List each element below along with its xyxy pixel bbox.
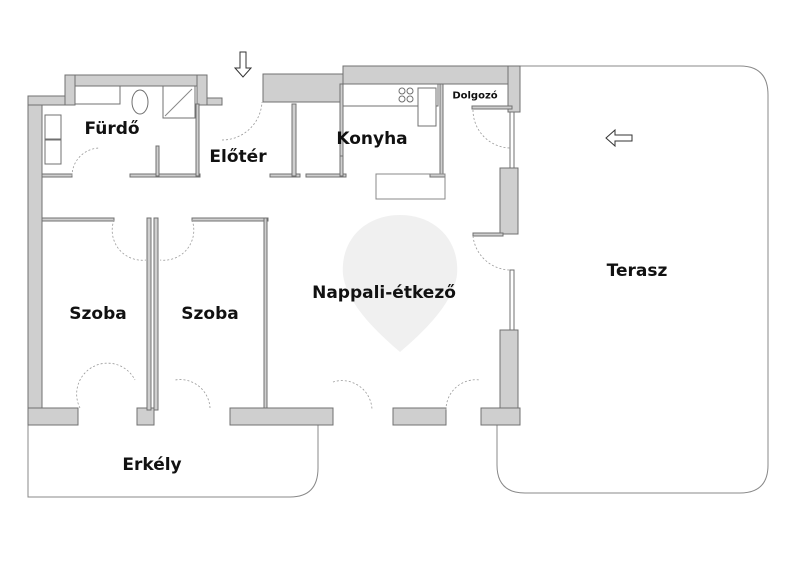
room-label-terasz: Terasz [606,261,668,281]
room-label-furdo: Fürdő [84,119,140,139]
walls [27,65,521,426]
room-label-szoba-1: Szoba [69,304,127,324]
door-swings [71,101,511,411]
terasz-outline [496,65,769,494]
room-label-erkely: Erkély [122,455,182,475]
arrow-left-icon [605,128,633,148]
arrow-down-icon [233,51,253,78]
room-label-konyha: Konyha [336,129,408,149]
fixtures [44,83,446,200]
room-label-eloter: Előtér [209,147,267,167]
room-label-szoba-2: Szoba [181,304,239,324]
house-pin-watermark-icon [342,215,458,352]
erkely-outline [27,425,319,498]
room-label-nappali: Nappali-étkező [312,283,456,303]
room-label-dolgozo: Dolgozó [452,90,498,102]
